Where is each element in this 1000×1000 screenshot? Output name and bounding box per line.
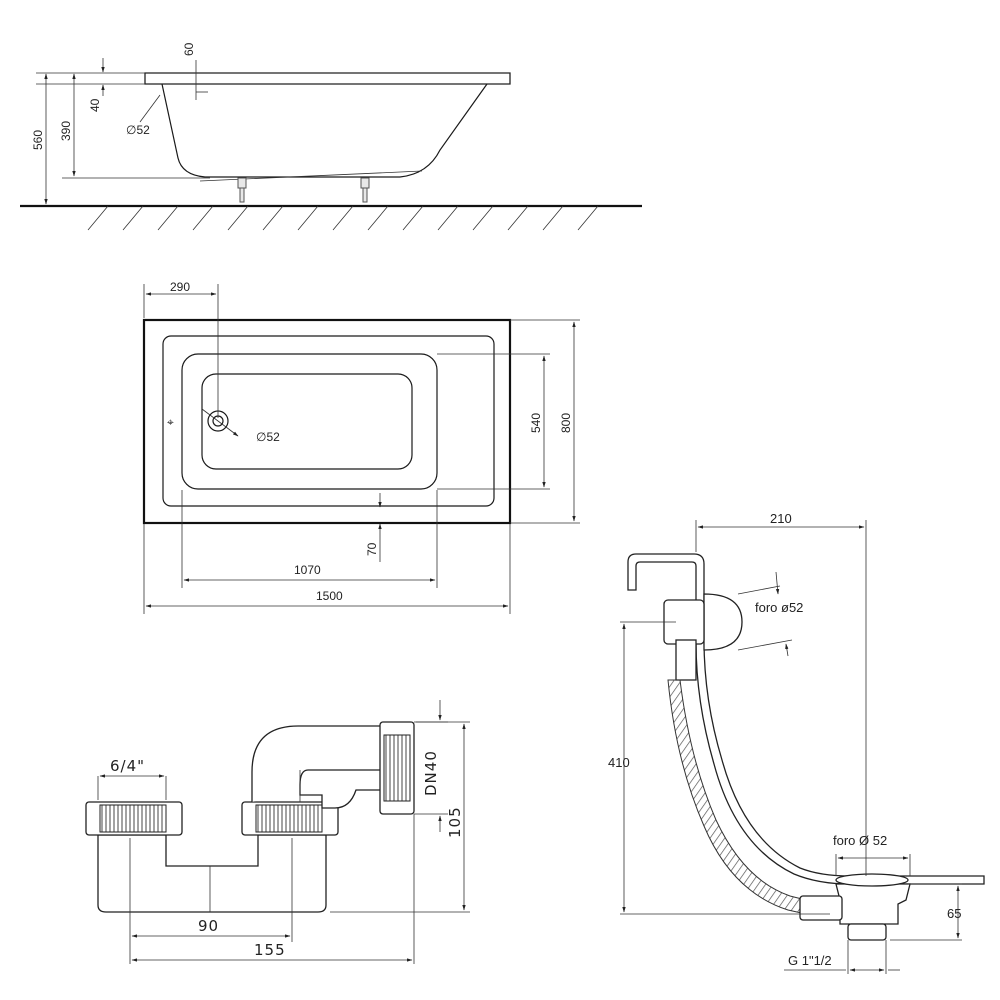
- overflow-hole-label: foro ø52: [755, 600, 803, 615]
- drain-plate: [835, 873, 909, 887]
- siphon-elbow: [251, 725, 387, 809]
- dim-70: 70: [365, 542, 379, 556]
- floor-hatch: [87, 205, 599, 231]
- tub-rim: [144, 72, 511, 85]
- dim-105: 105: [446, 806, 464, 838]
- dim-1070: 1070: [294, 563, 321, 577]
- tub-body: [161, 83, 488, 178]
- dim-65: 65: [947, 906, 961, 921]
- drain-hole-label: foro Ø 52: [833, 833, 887, 848]
- dim-800: 800: [559, 413, 573, 433]
- hose: [667, 679, 807, 915]
- dim-40: 40: [88, 98, 102, 112]
- foot-right: [360, 177, 370, 189]
- dim-390: 390: [59, 121, 73, 141]
- dim-inlet: 6/4": [110, 757, 145, 775]
- dim-155: 155: [254, 941, 286, 959]
- tub-inner-rim: [162, 335, 495, 507]
- overflow-plate: [703, 593, 743, 651]
- dim-410: 410: [608, 755, 630, 770]
- dim-dn40: DN40: [422, 750, 440, 796]
- dim-1500: 1500: [316, 589, 343, 603]
- dim-560: 560: [31, 130, 45, 150]
- tub-floor: [201, 373, 413, 470]
- waste-overflow-view: 210 foro ø52 410 foro Ø 52 65 G 1"1/2: [608, 511, 985, 974]
- dim-540: 540: [529, 413, 543, 433]
- side-drain-label: ∅52: [126, 123, 150, 137]
- dim-210: 210: [770, 511, 792, 526]
- tub-basin: [181, 353, 438, 490]
- tub-outline: [142, 318, 512, 525]
- dim-90: 90: [198, 917, 219, 935]
- side-view: 560 390 40 60 ∅52: [20, 42, 642, 231]
- overflow-mark: ⌖: [167, 415, 174, 429]
- foot-left: [237, 177, 247, 189]
- dim-290: 290: [170, 280, 190, 294]
- top-view: ∅52 ⌖ 290 540 800 70 1070 1500: [142, 280, 580, 614]
- dim-60: 60: [182, 42, 196, 56]
- drain-body: [835, 883, 911, 925]
- top-drain-label: ∅52: [256, 430, 280, 444]
- siphon-view: 6/4" DN40 105 90 155: [85, 700, 470, 964]
- thread-label: G 1"1/2: [788, 953, 832, 968]
